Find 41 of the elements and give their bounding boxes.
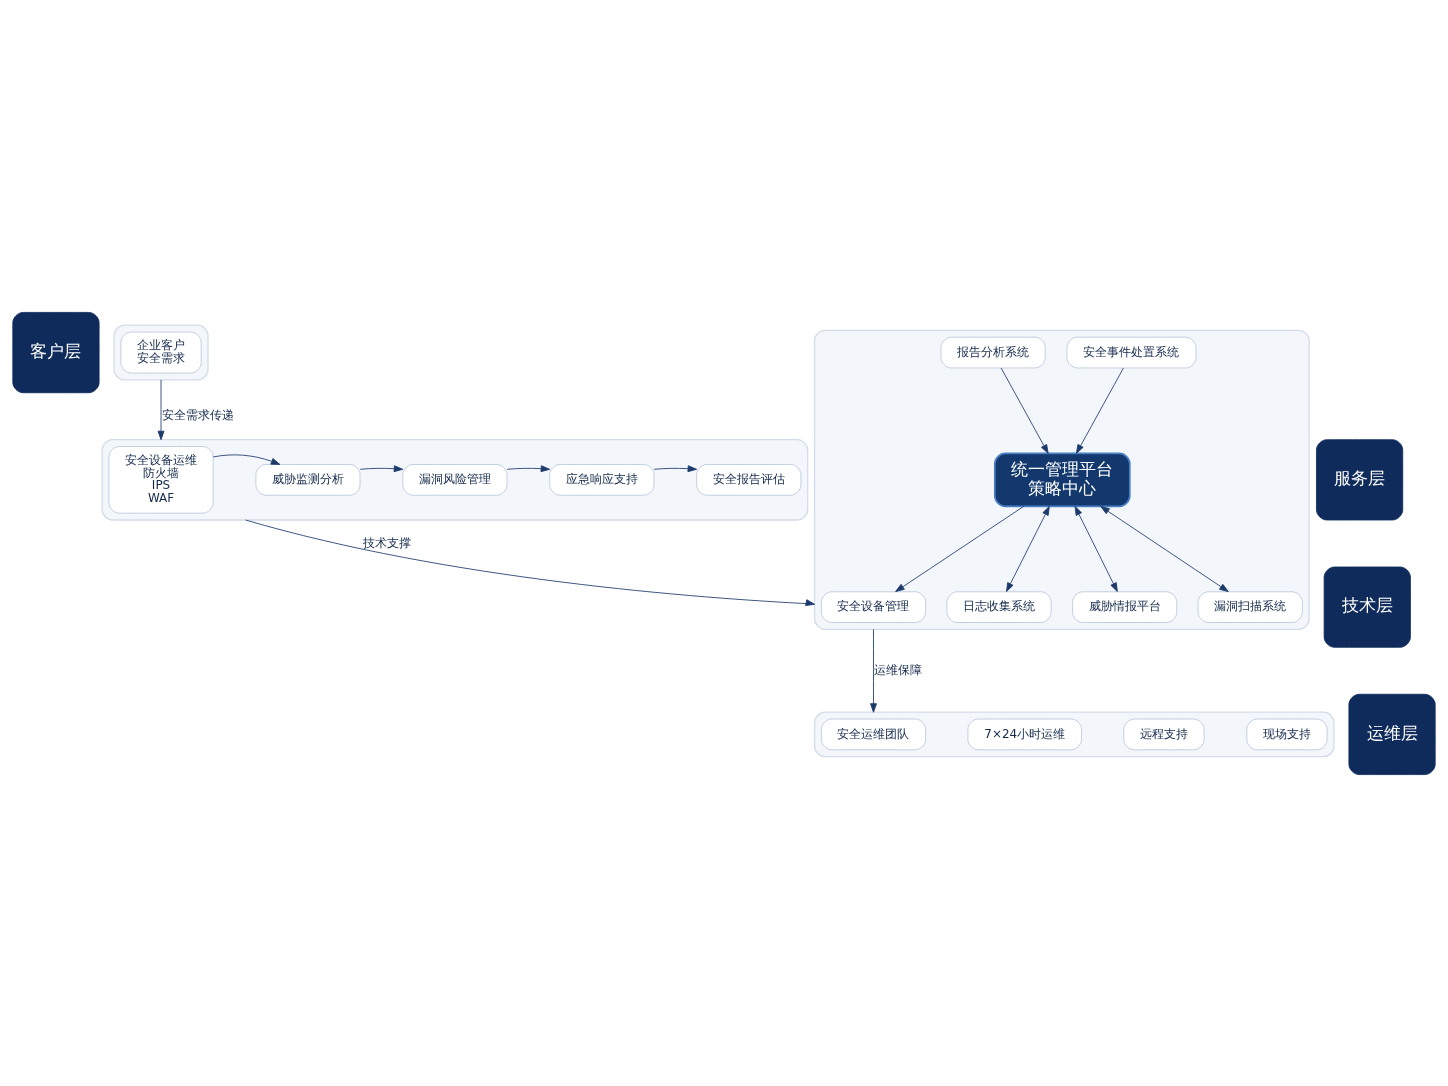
arrow <box>1100 505 1229 592</box>
arrow <box>895 505 1025 592</box>
node-box: 客户层 <box>12 311 100 393</box>
arrow <box>212 453 281 465</box>
arrow <box>1006 505 1050 592</box>
node-box: 日志收集系统 <box>946 590 1052 623</box>
node-box: 远程支持 <box>1123 718 1205 750</box>
arrow <box>653 464 698 472</box>
edge-label: 安全需求传递 <box>161 407 234 422</box>
node-box: 统一管理平台 策略中心 <box>993 452 1131 507</box>
arrow <box>1074 505 1118 592</box>
arrow <box>359 464 404 472</box>
node-box: 漏洞扫描系统 <box>1197 590 1303 623</box>
node-box: 安全设备管理 <box>820 590 927 623</box>
node-box: 安全事件处置系统 <box>1066 336 1197 368</box>
arrow <box>245 519 815 606</box>
node-box: 报告分析系统 <box>940 336 1046 368</box>
node-box: 服务层 <box>1316 438 1404 520</box>
node-box: 企业客户 安全需求 <box>120 331 202 373</box>
node-box: 7×24小时运维 <box>967 718 1082 750</box>
arrow <box>1000 367 1049 454</box>
node-box: 技术层 <box>1323 566 1411 648</box>
cluster <box>101 438 809 521</box>
node-box: 现场支持 <box>1246 718 1328 750</box>
node-box: 安全设备运维 防火墙 IPS WAF <box>108 445 214 514</box>
node-box: 威胁情报平台 <box>1072 590 1178 623</box>
node-box: 安全报告评估 <box>696 463 802 496</box>
node-box: 漏洞风险管理 <box>402 463 508 496</box>
arrow <box>870 628 877 713</box>
node-box: 应急响应支持 <box>549 463 655 496</box>
edge-label: 技术支撑 <box>363 535 412 550</box>
edge-label: 运维保障 <box>874 662 923 677</box>
cluster <box>813 329 1310 630</box>
node-box: 威胁监测分析 <box>255 463 361 496</box>
arrow <box>506 464 551 472</box>
cluster <box>813 711 1335 757</box>
arrow <box>157 379 165 440</box>
cluster <box>113 324 209 381</box>
node-box: 安全运维团队 <box>820 718 927 750</box>
node-box: 运维层 <box>1348 693 1436 775</box>
arrow <box>1076 367 1124 454</box>
